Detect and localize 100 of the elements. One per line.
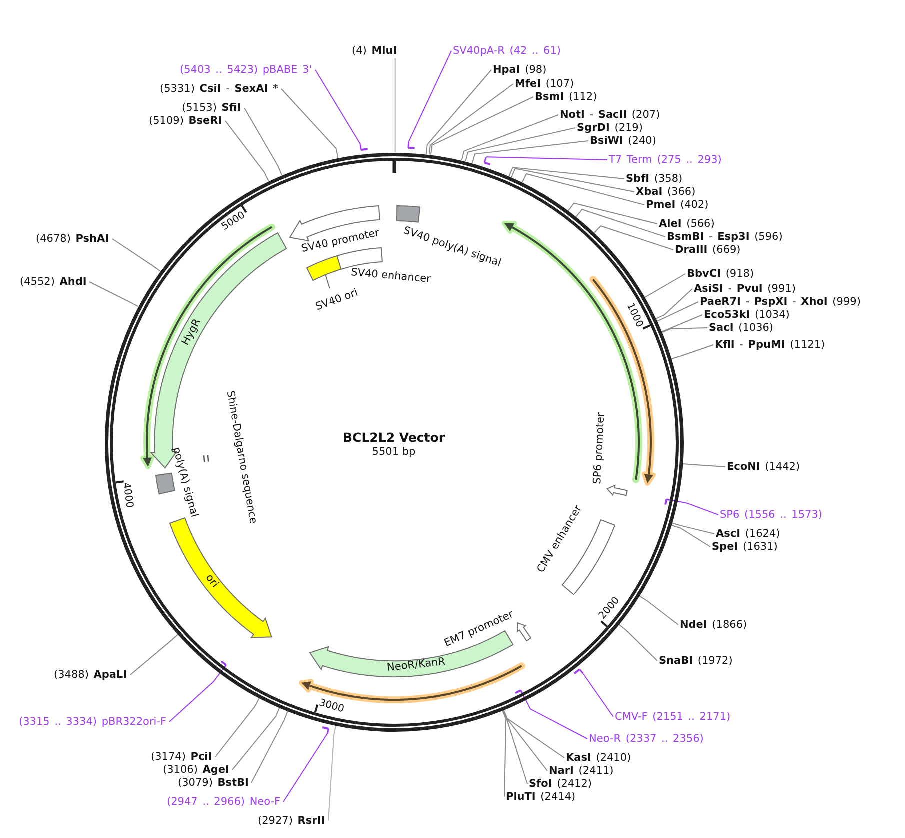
restriction-site-label: (5109) BseRI [149,114,224,128]
leader-line [283,734,328,802]
leader-line [644,274,686,298]
restriction-site-label: (3488) ApaLI [54,668,129,682]
leader-line [594,226,674,250]
leader-line [522,173,645,206]
leader-line [281,88,339,158]
leader-line [215,698,260,758]
leader-line [426,70,492,155]
leader-line [130,634,178,676]
restriction-site-label: BsmBI - Esp3I (596) [667,230,784,244]
restriction-site-label: SbfI (358) [626,172,684,186]
leader-line [394,58,396,153]
restriction-site-label: PmeI (402) [646,198,710,212]
leader-line [576,209,666,238]
restriction-site-label: (4) MluI [352,44,399,58]
restriction-site-label: AsiSI - PvuI (991) [694,282,797,296]
restriction-site-label: HpaI (98) [493,64,548,76]
leader-line [638,595,679,626]
primer-label: SP6 (1556 .. 1573) [720,508,824,522]
leader-line [656,288,693,320]
leader-line [328,725,337,822]
restriction-site-label: (4678) PshAI [36,232,111,246]
restriction-site-label: Eco53kI (1034) [704,308,791,322]
primer-label: T7 Term (275 .. 293) [609,154,723,166]
leader-line [502,710,507,798]
restriction-site-label: MfeI (107) [515,78,576,90]
sequence-length: 5501 bp [372,446,416,458]
leader-line [315,70,362,145]
leader-line [511,168,635,192]
primer-label: SV40pA-R (42 .. 61) [453,44,563,58]
leader-line [461,114,559,162]
feature-label: NeoR/KanR [386,657,446,675]
leader-line [502,710,548,772]
leader-line [112,238,161,272]
map-title: BCL2L2 Vector [343,430,445,444]
leader-line [618,624,658,662]
scale-label: 4000 [120,482,135,510]
leader-line [502,710,528,784]
restriction-site-label: (2927) RsrII [258,814,327,828]
restriction-site-label: EcoNI (1442) [727,460,802,474]
restriction-site-label: (3079) BstBI [178,776,250,790]
leader-line [582,674,614,718]
restriction-site-label: PaeR7I - PspXI - XhoI (999) [700,296,862,308]
feature-label: SV40 ori [314,288,360,314]
restriction-site-label: KasI (2410) [566,752,633,764]
restriction-site-label: DraIII (669) [675,244,742,256]
restriction-site-label: (3174) PciI [151,750,214,764]
restriction-site-label: SgrDI (219) [577,122,644,134]
leader-line [670,344,714,360]
primer-label: (5403 .. 5423) pBABE 3' [180,64,314,76]
restriction-site-label: AleI (566) [659,218,716,230]
leader-line [508,167,625,180]
restriction-site-label: PluTI (2414) [506,790,577,804]
restriction-site-label: SpeI (1631) [712,540,779,554]
restriction-site-label: NotI - SacII (207) [560,108,662,122]
restriction-site-label: (5331) CsiI - SexAI* [160,82,280,96]
feature-label: SV40 enhancer [350,268,432,286]
leader-line [251,710,288,784]
restriction-site-label: NarI (2411) [549,764,615,778]
leader-line [503,709,565,758]
leader-line [522,693,588,740]
restriction-site-label: SacI (1036) [709,322,775,334]
primer-label: CMV-F (2151 .. 2171) [615,710,732,724]
restriction-site-label: KflI - PpuMI (1121) [715,338,827,352]
restriction-site-label: SnaBI (1972) [659,654,734,668]
restriction-site-label: (5153) SfiI [182,102,243,114]
leader-line [244,108,282,176]
leader-line [430,96,534,156]
feature-label: SP6 promoter [592,412,608,486]
primer-label: Neo-R (2337 .. 2356) [589,732,705,746]
leader-line [662,328,708,334]
restriction-site-label: (4552) AhdI [20,276,88,288]
restriction-site-label: BsiWI (240) [590,134,658,148]
leader-line [568,202,658,224]
leader-line [682,464,726,468]
leader-line [89,282,139,308]
primer-label: (2947 .. 2966) Neo-F [167,796,282,808]
leader-line [225,120,270,182]
leader-line [661,314,703,332]
restriction-site-label: NdeI (1866) [680,618,749,632]
leader-line [408,50,452,144]
scale-label: 1000 [624,301,645,330]
restriction-site-label: SfoI (2412) [529,778,594,790]
leader-line [656,302,699,322]
leader-line [670,524,711,548]
leader-line [169,667,225,722]
restriction-site-label: (3106) AgeI [163,764,231,776]
leader-line [486,156,608,160]
feature-label: ori [203,573,221,591]
restriction-site-label: XbaI (366) [636,186,697,198]
scale-label: 3000 [318,698,346,716]
leader-line [472,140,589,164]
restriction-site-label: BbvCI (918) [687,268,756,280]
leader-line [670,499,719,516]
leader-line [232,707,280,770]
primer-label: (3315 .. 3334) pBR322ori-F [19,716,168,728]
restriction-site-label: BsmI (112) [535,90,599,104]
leader-line [671,522,715,534]
leader-line [465,128,576,162]
